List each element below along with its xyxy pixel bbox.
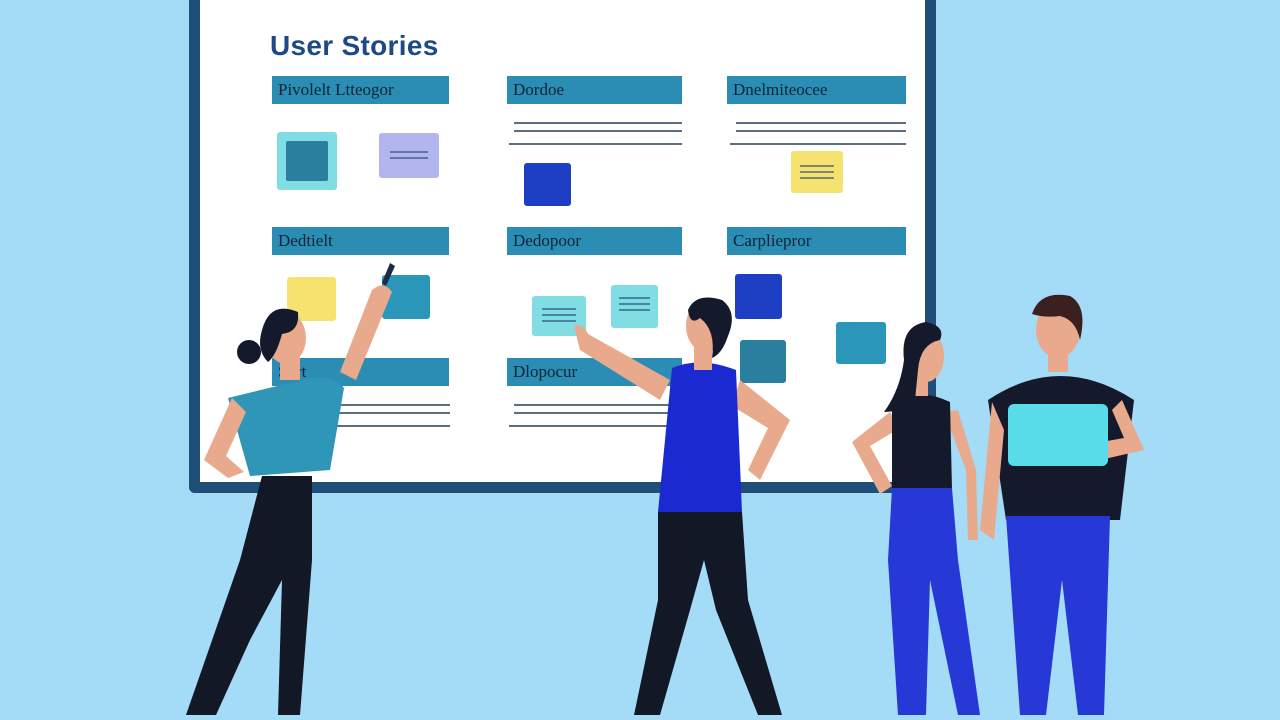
person-left xyxy=(186,263,395,715)
text-line xyxy=(736,122,906,124)
sticky-note[interactable] xyxy=(524,163,571,206)
row2-header-3[interactable]: Carpliepror xyxy=(727,227,906,255)
column-header-1[interactable]: Pivolelt Ltteogor xyxy=(272,76,449,104)
board-title: User Stories xyxy=(270,30,439,61)
column-header-3[interactable]: Dnelmiteocee xyxy=(727,76,906,104)
text-line xyxy=(509,143,682,145)
sticky-note[interactable] xyxy=(382,275,430,319)
tablet-icon xyxy=(1008,404,1108,466)
person-right-man xyxy=(980,294,1144,715)
sticky-note[interactable] xyxy=(791,151,843,193)
sticky-note[interactable] xyxy=(379,133,439,178)
person-right-woman xyxy=(852,322,980,715)
row2-header-2[interactable]: Dedopoor xyxy=(507,227,682,255)
text-line xyxy=(316,425,450,427)
text-line xyxy=(320,404,450,406)
person-middle xyxy=(574,297,790,715)
text-line xyxy=(514,412,682,414)
text-line xyxy=(514,404,682,406)
sticky-note[interactable] xyxy=(277,132,337,190)
text-line xyxy=(509,425,682,427)
sticky-note[interactable] xyxy=(735,274,782,319)
text-line xyxy=(736,130,906,132)
text-line xyxy=(514,130,682,132)
sticky-note[interactable] xyxy=(611,285,658,328)
sticky-note[interactable] xyxy=(740,340,786,383)
sticky-note[interactable] xyxy=(836,322,886,364)
row2-header-1[interactable]: Dedtielt xyxy=(272,227,449,255)
text-line xyxy=(320,412,450,414)
text-line xyxy=(730,143,906,145)
text-line xyxy=(514,122,682,124)
column-header-2[interactable]: Dordoe xyxy=(507,76,682,104)
